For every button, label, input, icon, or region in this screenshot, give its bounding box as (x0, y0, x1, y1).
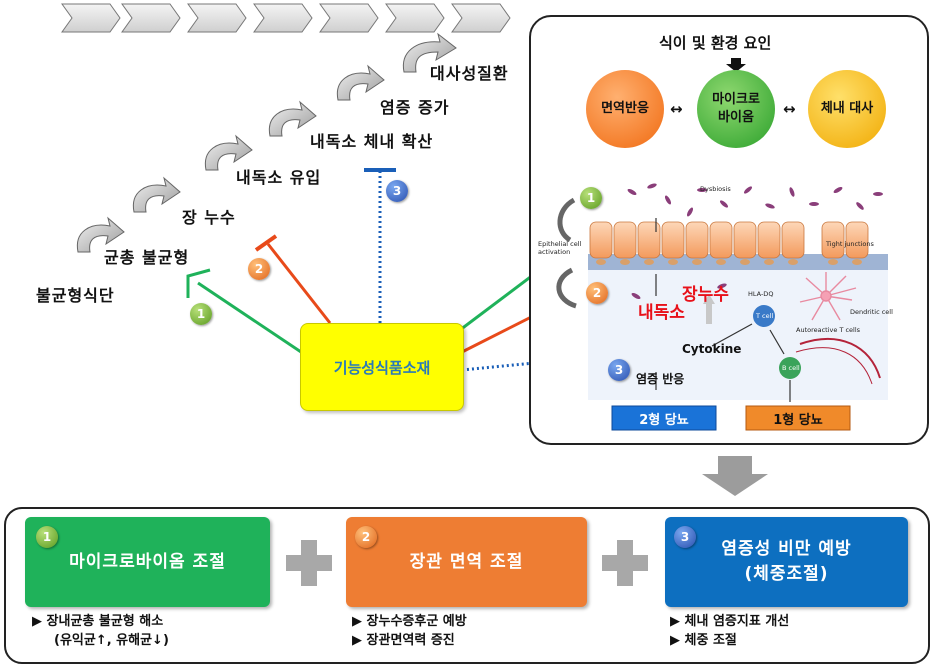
badge-1-bottom: 1 (36, 526, 58, 548)
metabolism-label: 체내 대사 (820, 101, 874, 117)
double-arrow-right: ↔ (783, 100, 796, 118)
tight-junctions-label: Tight junctions (826, 240, 874, 248)
microbiome-label: 마이크로 바이옴 (712, 92, 760, 125)
microbiome-regulation-title: 마이크로바이옴 조절 (69, 551, 226, 572)
microbiome-regulation-box: 마이크로바이옴 조절 (25, 517, 270, 607)
immune-response-circle: 면역반응 (586, 70, 664, 148)
functional-food-label: 기능성식품소재 (333, 358, 431, 377)
type2-diabetes-box: 2형 당뇨 (639, 412, 689, 428)
bullet-obesity-1: ▶ 체내 염증지표 개선 (670, 614, 790, 629)
badge-3-left: 3 (386, 180, 408, 202)
step-unbalanced-diet: 불균형식단 (36, 286, 115, 305)
epithelial-label: Epithelial cell activation (538, 240, 582, 256)
chevron-bar (61, 3, 511, 33)
type1-diabetes-box: 1형 당뇨 (773, 412, 823, 428)
dysbiosis-label: Dysbiosis (700, 185, 731, 193)
step-leaky-gut: 장 누수 (182, 208, 236, 227)
cytokine-label: Cytokine (682, 342, 742, 356)
endotoxin-label: 내독소 (638, 303, 685, 323)
badge-1-right: 1 (580, 187, 602, 209)
badge-2-right: 2 (586, 282, 608, 304)
bullet-microbiome-2: (유익균↑, 유해균↓) (54, 633, 169, 648)
diet-environment-label: 식이 및 환경 요인 (659, 34, 772, 52)
bullet-immunity-1: ▶ 장누수증후군 예방 (352, 614, 467, 629)
autoreactive-label: Autoreactive T cells (796, 326, 861, 334)
step-metabolic-disease: 대사성질환 (430, 64, 509, 83)
obesity-prevention-title: 염증성 비만 예방 (체중조절) (721, 539, 852, 584)
bullet-immunity-2: ▶ 장관면역력 증진 (352, 633, 455, 648)
badge-2-left: 2 (248, 258, 270, 280)
gut-immunity-box: 장관 면역 조절 (346, 517, 587, 607)
badge-2-bottom: 2 (355, 526, 377, 548)
inflammation-response-label: 염증 반응 (636, 372, 685, 386)
metabolism-circle: 체내 대사 (808, 70, 886, 148)
bullet-obesity-2: ▶ 체중 조절 (670, 633, 737, 648)
hla-label: HLA-DQ (748, 290, 774, 298)
leaky-gut-label: 장누수 (682, 285, 729, 305)
step-inflammation-increase: 염증 증가 (380, 98, 450, 117)
step-endotoxin-influx: 내독소 유입 (236, 168, 322, 187)
step-endotoxin-spread: 내독소 체내 확산 (310, 132, 434, 151)
immune-response-label: 면역반응 (601, 101, 649, 117)
obesity-prevention-box: 염증성 비만 예방 (체중조절) (665, 517, 908, 607)
gut-immunity-title: 장관 면역 조절 (409, 551, 524, 572)
microbiome-circle: 마이크로 바이옴 (697, 70, 775, 148)
t-cell-label: T cell (756, 312, 774, 320)
badge-1-left: 1 (190, 303, 212, 325)
curved-arrows (76, 32, 457, 253)
badge-3-right: 3 (608, 359, 630, 381)
b-cell-label: B cell (782, 364, 800, 372)
functional-food-box: 기능성식품소재 (300, 323, 464, 411)
dendritic-label: Dendritic cell (850, 308, 893, 316)
bullet-microbiome-1: ▶ 장내균총 불균형 해소 (32, 614, 164, 629)
double-arrow-left: ↔ (670, 100, 683, 118)
step-microbiota-imbalance: 균총 불균형 (104, 248, 190, 267)
badge-3-bottom: 3 (674, 526, 696, 548)
down-arrow (702, 456, 768, 496)
